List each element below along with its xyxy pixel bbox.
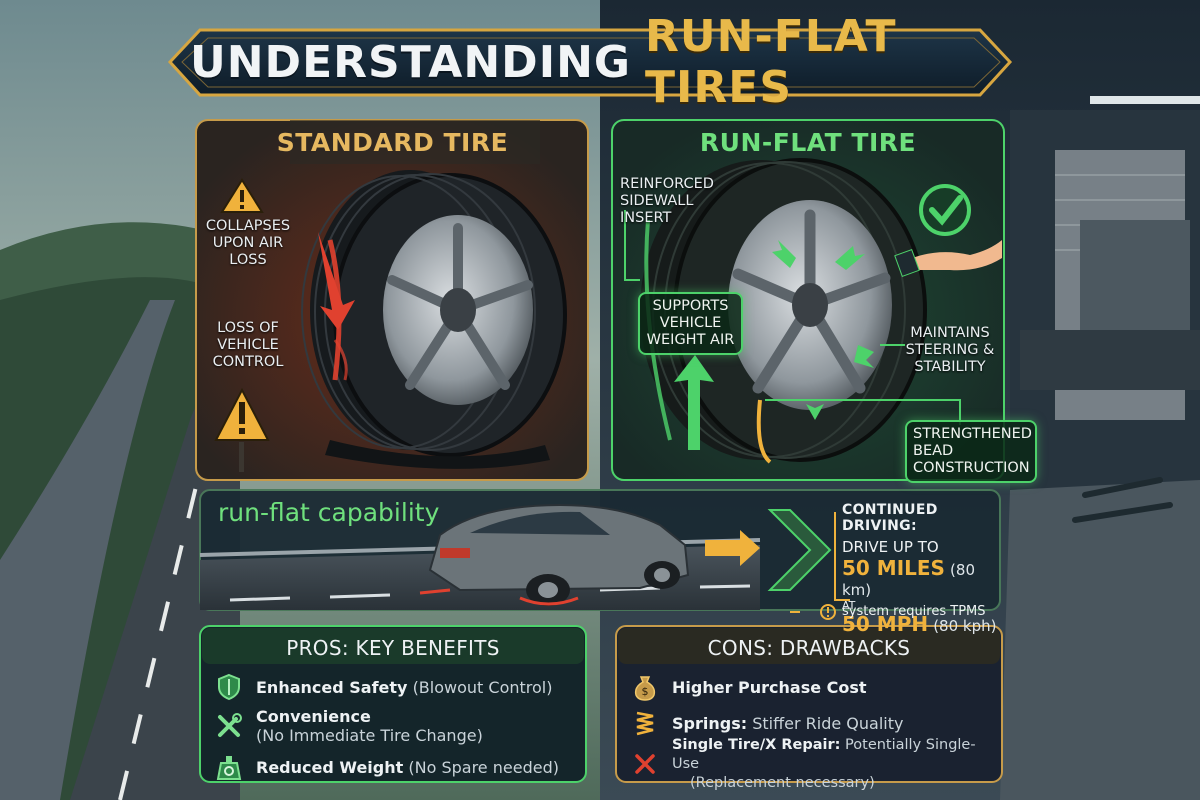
list-item: Reduced Weight (No Spare needed) <box>212 750 582 784</box>
label-reinforced-insert: REINFORCED SIDEWALL INSERT <box>620 176 714 226</box>
info-icon <box>820 604 836 620</box>
cons-list: $ Higher Purchase Cost Springs: Stiffer … <box>628 672 998 791</box>
list-item: Convenience(No Immediate Tire Change) <box>212 704 582 748</box>
chevrons-icon <box>767 509 832 591</box>
shield-icon <box>212 672 246 702</box>
svg-text:$: $ <box>642 685 649 698</box>
standard-tire-title: STANDARD TIRE <box>276 128 509 157</box>
warning-icon <box>214 387 270 472</box>
label-maintains-stability: MAINTAINS STEERING & STABILITY <box>905 325 995 375</box>
pros-list: Enhanced Safety (Blowout Control) Conven… <box>212 672 582 784</box>
car <box>419 503 690 606</box>
tools-icon <box>212 711 246 741</box>
title-part1: UNDERSTANDING <box>190 36 632 88</box>
hand-icon <box>894 240 1002 278</box>
list-item: Enhanced Safety (Blowout Control) <box>212 672 582 702</box>
pros-title: PROS: KEY BENEFITS <box>286 636 500 660</box>
continued-driving-block: CONTINUED DRIVING: DRIVE UP TO 50 MILES … <box>842 502 997 636</box>
tpms-note: system requires TPMS <box>842 604 986 619</box>
label-bead-construction: STRENGTHENED BEAD CONSTRUCTION <box>905 420 1037 483</box>
scale-icon <box>212 752 246 782</box>
runflat-tire <box>640 158 927 462</box>
cons-title: CONS: DRAWBACKS <box>707 636 911 660</box>
arrow-icon <box>705 530 760 566</box>
label-supports-weight: SUPPORTS VEHICLE WEIGHT AIR <box>638 292 743 355</box>
page-title: UNDERSTANDING RUN-FLAT TIRES <box>190 11 1010 113</box>
title-part2: RUN-FLAT TIRES <box>645 11 897 113</box>
spring-icon <box>628 708 662 738</box>
list-item: $ Higher Purchase Cost <box>628 672 998 702</box>
list-item: Springs: Stiffer Ride Quality <box>628 706 998 740</box>
checkmark-icon <box>919 184 971 236</box>
standard-tire <box>301 170 567 469</box>
money-bag-icon: $ <box>628 672 662 702</box>
capability-title: run-flat capability <box>218 498 440 527</box>
label-loss-of-control: LOSS OF VEHICLE CONTROL <box>212 320 284 370</box>
list-item: Single Tire/X Repair: Potentially Single… <box>628 737 998 791</box>
warning-icon <box>220 178 264 213</box>
runflat-tire-title: RUN-FLAT TIRE <box>699 128 917 157</box>
label-collapses: COLLAPSES UPON AIR LOSS <box>205 218 291 268</box>
x-icon <box>628 749 662 779</box>
